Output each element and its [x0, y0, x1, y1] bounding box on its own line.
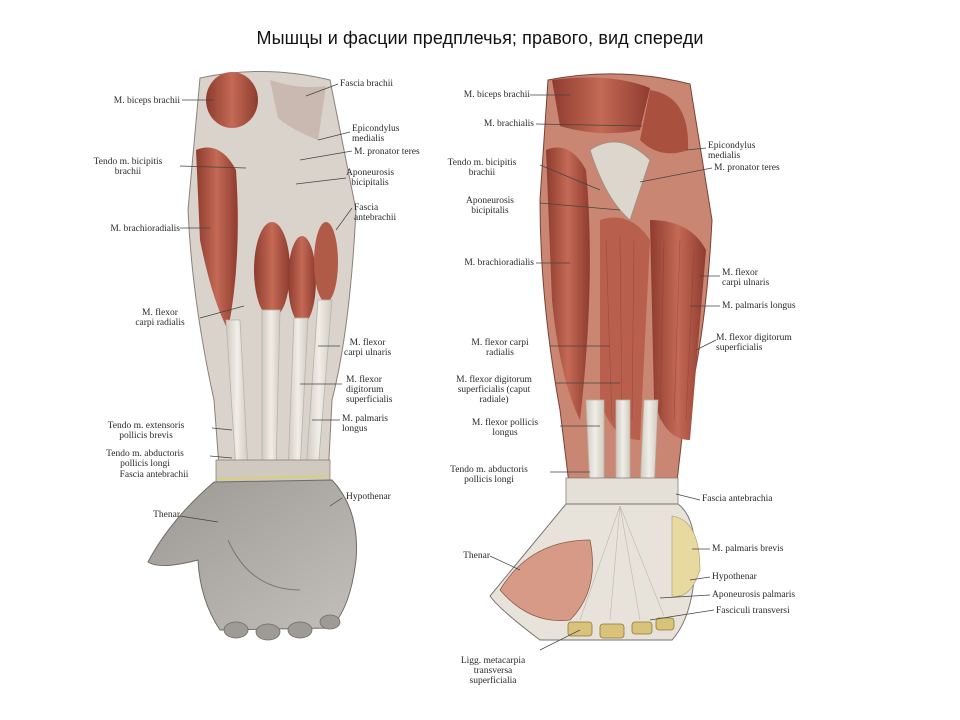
right-thenar	[499, 539, 593, 621]
label-r-fasciculi-transversi: Fasciculi transversi	[716, 606, 790, 616]
label-l-aponeurosis: Aponeurosis bicipitalis	[346, 168, 395, 188]
left-hand	[147, 479, 357, 631]
figure-title: Мышцы и фасции предплечья; правого, вид …	[256, 28, 704, 48]
label-l-pronator-teres: M. pronator teres	[354, 147, 420, 157]
label-l-tendo-abductoris: Tendo m. abductoris pollicis longi	[106, 449, 184, 469]
label-r-palmaris-longus: M. palmaris longus	[722, 301, 796, 311]
label-r-brachialis: M. brachialis	[483, 119, 534, 129]
label-r-brachioradialis: M. brachioradialis	[464, 258, 534, 268]
label-r-epicondylus: Epicondylus medialis	[708, 141, 756, 161]
right-leader-lines	[489, 94, 720, 651]
label-r-fascia-antebrachia: Fascia antebrachia	[702, 494, 773, 504]
label-l-epicondylus: Epicondylus medialis	[352, 124, 400, 144]
label-r-biceps: M. biceps brachii	[463, 90, 530, 100]
label-l-brachioradialis: M. brachioradialis	[110, 224, 180, 234]
label-r-palmaris-brevis: M. palmaris brevis	[712, 544, 784, 554]
label-l-thenar: Thenar	[153, 510, 180, 520]
left-flexor-carpi-radialis	[254, 222, 290, 318]
label-l-hypothenar: Hypothenar	[346, 492, 391, 502]
left-fascia-brachii	[270, 80, 326, 140]
label-l-tendo-extensoris: Tendo m. extensoris pollicis brevis	[107, 421, 185, 441]
right-brachioradialis	[546, 147, 590, 420]
label-r-pronator-teres: M. pronator teres	[714, 163, 780, 173]
left-leader-lines	[179, 83, 353, 523]
label-l-flexor-digitorum: M. flexor digitorum superficialis	[346, 375, 393, 405]
label-l-fascia-antebrachii: Fascia antebrachii	[354, 203, 397, 223]
right-arm	[489, 73, 713, 641]
label-l-fascia-antebrachii-wrist: Fascia antebrachii	[119, 470, 189, 480]
label-r-thenar: Thenar	[463, 551, 490, 561]
left-arm	[147, 71, 357, 641]
label-r-aponeurosis: Aponeurosis bicipitalis	[465, 196, 515, 216]
right-brachialis	[640, 90, 689, 154]
label-r-flexor-pollicis: M. flexor pollicis longus	[471, 418, 539, 438]
label-l-flexor-carpi-radialis: M. flexor carpi radialis	[135, 308, 185, 328]
label-r-aponeurosis-palmaris: Aponeurosis palmaris	[712, 590, 796, 600]
left-brachioradialis	[196, 147, 238, 330]
label-r-hypothenar: Hypothenar	[712, 572, 757, 582]
right-biceps	[552, 77, 650, 134]
label-r-flexor-carpi-radialis: M. flexor carpi radialis	[471, 338, 529, 358]
label-l-biceps: M. biceps brachii	[113, 96, 180, 106]
label-r-flexor-carpi-ulnaris: M. flexor carpi ulnaris	[722, 268, 770, 288]
label-l-tendo-bicipitis: Tendo m. bicipitis brachii	[93, 157, 163, 177]
label-l-palmaris-longus: M. palmaris longus	[342, 414, 388, 434]
label-r-tendo-abductoris: Tendo m. abductoris pollicis longi	[450, 465, 528, 485]
label-r-flexor-digitorum: M. flexor digitorum superficialis	[716, 333, 792, 353]
left-biceps	[206, 72, 258, 128]
label-l-flexor-carpi-ulnaris: M. flexor carpi ulnaris	[344, 338, 392, 358]
label-r-tendo-bicipitis: Tendo m. bicipitis brachii	[447, 158, 517, 178]
label-r-ligg-metacarpia: Ligg. metacarpia transversa superficiali…	[460, 656, 526, 686]
label-l-fascia-brachii: Fascia brachii	[340, 79, 394, 89]
label-r-flexor-digitorum-radiale: M. flexor digitorum superficialis (caput…	[456, 375, 532, 405]
